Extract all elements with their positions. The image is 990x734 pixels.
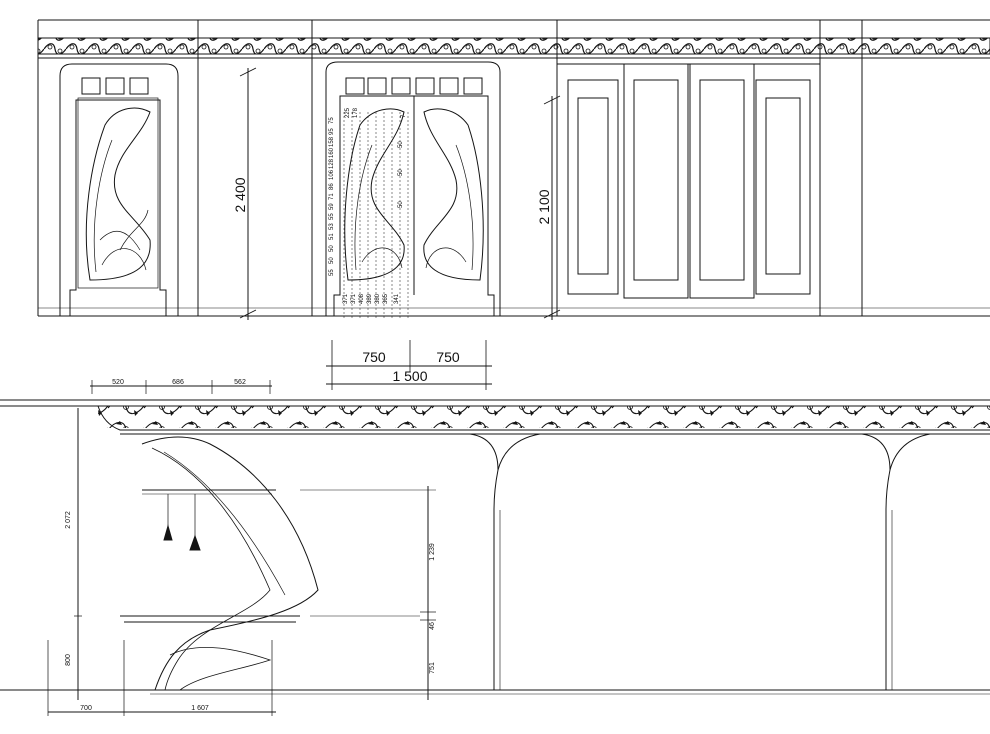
svg-text:365: 365 <box>383 293 389 304</box>
sculpted-bench <box>120 436 319 691</box>
svg-text:128: 128 <box>329 158 335 169</box>
base-left-label: 700 <box>80 705 92 712</box>
svg-text:389: 389 <box>367 293 373 304</box>
svg-text:55: 55 <box>329 213 335 220</box>
svg-text:75: 75 <box>329 117 335 124</box>
svg-text:51: 51 <box>329 233 335 240</box>
svg-text:341: 341 <box>394 293 400 304</box>
center-double-door <box>325 61 501 318</box>
offset-labels-left: 75 95 158 160 128 106 86 71 59 55 53 51 … <box>329 117 335 276</box>
svg-text:371: 371 <box>351 293 357 304</box>
svg-text:50: 50 <box>398 141 404 148</box>
arch-column-left <box>469 433 499 690</box>
upper-elevation <box>37 19 990 390</box>
svg-text:106: 106 <box>329 169 335 180</box>
svg-text:225: 225 <box>345 107 351 118</box>
svg-text:380: 380 <box>375 293 381 304</box>
svg-text:71: 71 <box>329 193 335 200</box>
total-height-label: 2 072 <box>65 511 72 529</box>
left-door <box>59 63 179 316</box>
svg-text:7: 7 <box>401 114 407 118</box>
height-left-label: 2 400 <box>232 177 248 212</box>
svg-text:86: 86 <box>329 183 335 190</box>
svg-text:59: 59 <box>329 203 335 210</box>
svg-text:50: 50 <box>398 169 404 176</box>
svg-text:160: 160 <box>329 147 335 158</box>
gap-label: 46 <box>429 622 436 630</box>
top-width-1-label: 520 <box>112 379 124 386</box>
arch-column-right <box>861 433 891 690</box>
lower-span-label: 751 <box>429 662 436 674</box>
upper-span-label: 1 239 <box>429 543 436 561</box>
svg-text:371: 371 <box>343 293 349 304</box>
offset-labels-top: 225 178 7 <box>345 107 407 118</box>
seat-height-label: 800 <box>65 654 72 666</box>
door-width-right-label: 750 <box>436 349 460 365</box>
top-width-2-label: 686 <box>172 379 184 386</box>
door-width-left-label: 750 <box>362 349 386 365</box>
svg-text:55: 55 <box>329 269 335 276</box>
svg-text:178: 178 <box>353 107 359 118</box>
svg-text:408: 408 <box>359 293 365 304</box>
svg-text:50: 50 <box>329 245 335 252</box>
svg-text:95: 95 <box>329 128 335 135</box>
svg-text:53: 53 <box>329 223 335 230</box>
wardrobe-panels <box>557 63 820 299</box>
door-total-width-label: 1 500 <box>392 368 427 384</box>
offset-labels-bottom: 371 371 408 389 380 365 341 <box>343 293 400 304</box>
lower-elevation <box>0 380 990 716</box>
base-width-label: 1 607 <box>191 705 209 712</box>
top-width-3-label: 562 <box>234 379 246 386</box>
height-right-label: 2 100 <box>536 189 552 224</box>
svg-text:50: 50 <box>329 257 335 264</box>
svg-text:50: 50 <box>398 201 404 208</box>
svg-text:158: 158 <box>329 136 335 147</box>
offset-labels-mid: 50 50 50 <box>398 141 404 208</box>
